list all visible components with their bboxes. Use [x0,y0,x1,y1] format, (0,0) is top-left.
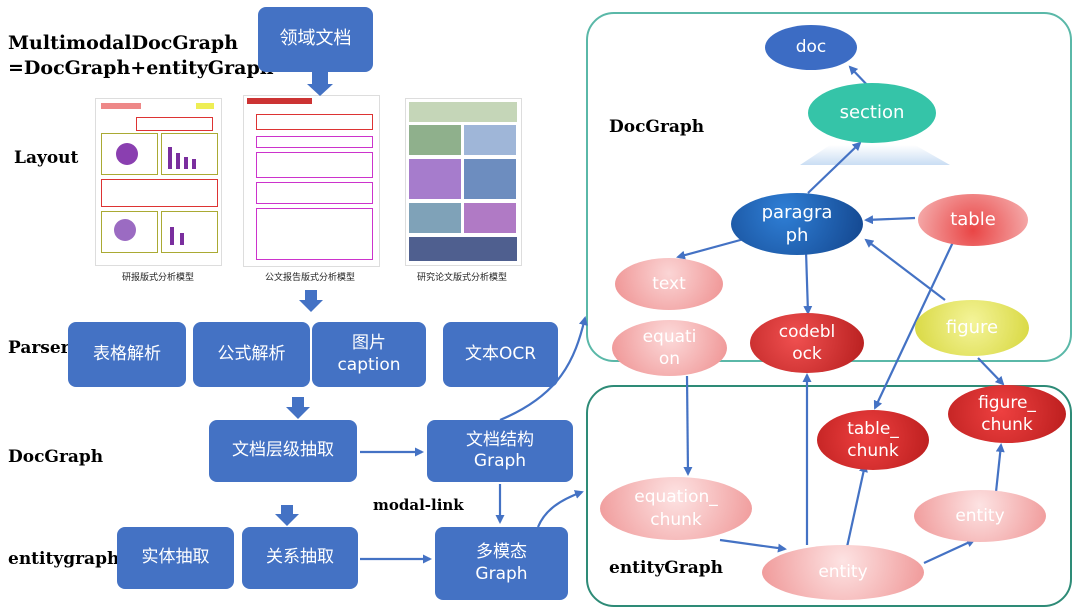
entity-extract-box: 实体抽取 [117,527,234,589]
doc-structure-graph-box: 文档结构 Graph [427,420,573,482]
layout-thumbnail-research-paper [405,98,522,266]
table-parse-box: 表格解析 [68,322,186,387]
row-label-docgraph: DocGraph [8,447,104,467]
entitygraph-panel [586,385,1072,607]
title-line-2: =DocGraph+entityGraph [8,57,274,79]
multimodal-graph-box: 多模态 Graph [435,527,568,600]
node-section: section [808,83,936,143]
node-text: text [615,258,723,310]
image-caption-box: 图片 caption [312,322,426,387]
row-label-parser: Parser [8,338,70,358]
entitygraph-panel-label: entityGraph [609,558,723,578]
layout-thumbnail-official-report [243,95,380,267]
node-figure: figure [915,300,1029,356]
text-ocr-box: 文本OCR [443,322,558,387]
block-arrows [275,72,333,526]
node-table-chunk: table_ chunk [817,410,929,470]
node-figure-chunk: figure_ chunk [948,385,1066,443]
modal-link-label: modal-link [373,496,464,514]
node-equation-chunk: equation_ chunk [600,477,752,540]
row-label-entitygraph: entitygraph [8,549,120,569]
domain-doc-box: 领域文档 [258,7,373,72]
node-doc: doc [765,25,857,70]
layout-thumbnail-research-report [95,98,222,266]
caption-research-report: 研报版式分析模型 [121,273,194,283]
caption-research-paper: 研究论文版式分析模型 [416,273,507,283]
node-entity-left: entity [762,545,924,600]
caption-official-report: 公文报告版式分析模型 [264,273,355,283]
node-equation: equati on [612,320,727,376]
docgraph-panel-label: DocGraph [609,117,705,137]
doc-hierarchy-extract-box: 文档层级抽取 [209,420,357,482]
node-codeblock: codebl ock [750,313,864,373]
row-label-layout: Layout [14,148,79,168]
title-line-1: MultimodalDocGraph [8,32,239,54]
node-table: table [918,194,1028,246]
relation-extract-box: 关系抽取 [242,527,358,589]
node-paragraph: paragra ph [731,193,863,255]
formula-parse-box: 公式解析 [193,322,310,387]
node-entity-right: entity [914,490,1046,542]
